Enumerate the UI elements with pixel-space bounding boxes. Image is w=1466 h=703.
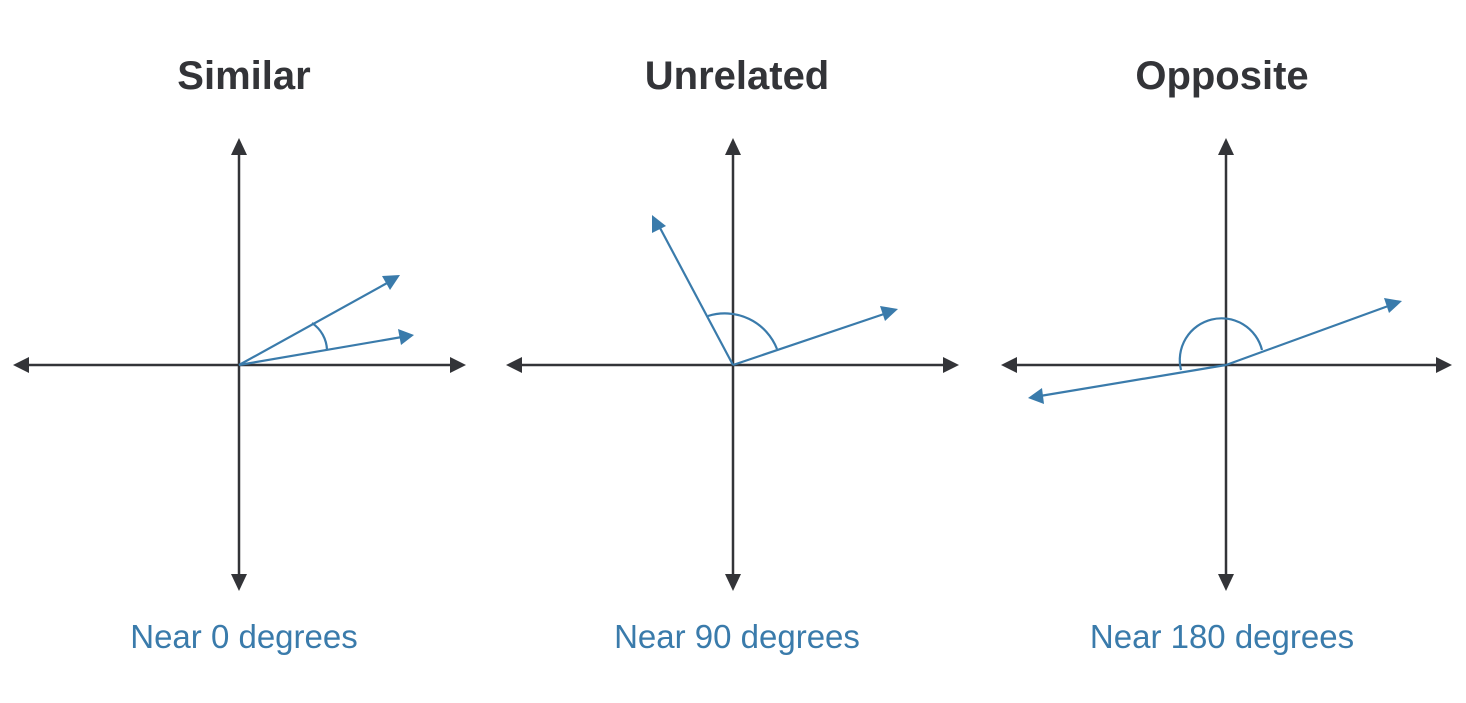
vector-a-arrowhead [1384,298,1402,313]
angle-arc [1178,317,1264,371]
y-axis-bottom-arrowhead [1218,574,1234,591]
panel-unrelated: Unrelated Near 90 degrees [493,0,981,703]
panel-caption: Near 180 degrees [1089,618,1355,655]
vector-b-arrowhead [880,306,898,321]
y-axis-top-arrowhead [725,138,741,155]
panel-title: Similar [177,54,311,98]
angle-arc [311,322,329,351]
x-axis-right-arrowhead [450,357,466,373]
vector-a [1225,303,1392,367]
vector-plot [506,138,959,591]
panel-similar: Similar Near 0 degrees [0,0,488,703]
vector-b [238,335,403,367]
angle-arc [707,312,779,350]
vectors [1028,298,1402,404]
panel-title: Unrelated [644,54,830,98]
panel-opposite: Opposite Near 180 degrees [978,0,1466,703]
vector-a [658,225,734,366]
vector-b-arrowhead [398,329,414,345]
vector-b-arrowhead [1028,388,1044,404]
x-axis-left-arrowhead [1001,357,1017,373]
vector-a-arrowhead [382,275,400,290]
x-axis-right-arrowhead [943,357,959,373]
vector-plot [1001,138,1452,591]
y-axis-top-arrowhead [1218,138,1234,155]
x-axis-left-arrowhead [13,357,29,373]
x-axis-right-arrowhead [1436,357,1452,373]
vectors [652,215,898,367]
y-axis-bottom-arrowhead [725,574,741,591]
vector-a-arrowhead [652,215,666,233]
vectors [238,275,414,367]
y-axis-top-arrowhead [231,138,247,155]
y-axis-bottom-arrowhead [231,574,247,591]
x-axis-left-arrowhead [506,357,522,373]
vector-plot [13,138,466,591]
panel-title: Opposite [1135,54,1309,98]
vector-b [732,311,888,367]
panel-caption: Near 0 degrees [130,618,358,655]
panel-caption: Near 90 degrees [614,618,860,655]
vector-b [1039,363,1227,398]
